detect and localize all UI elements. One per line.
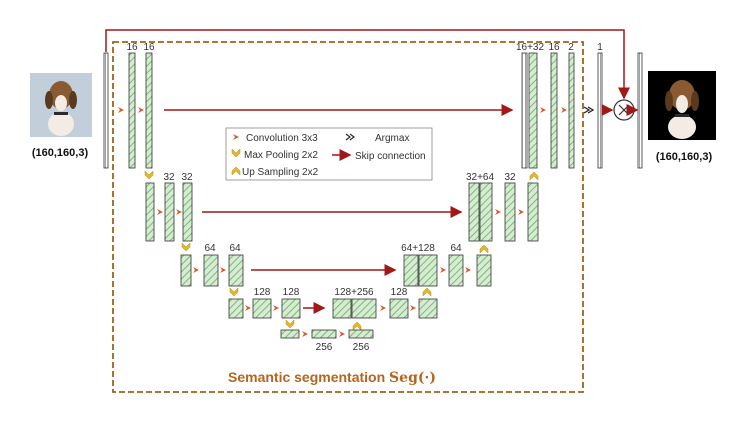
conv-arrow-icon — [440, 267, 446, 273]
block-l4-in — [228, 298, 244, 319]
label-l4d: 128 — [391, 287, 408, 298]
legend-skip: Skip connection — [355, 151, 426, 162]
conv-arrow-icon — [220, 267, 226, 273]
conv-arrow-icon — [176, 209, 182, 215]
block-l3c-a — [403, 254, 419, 287]
legend-upsample: Up Sampling 2x2 — [242, 167, 319, 178]
label-l1b: 16 — [143, 42, 155, 53]
label-l3a: 64 — [204, 243, 216, 254]
block-l2d — [504, 182, 516, 242]
label-l2a: 32 — [163, 172, 175, 183]
block-l4b — [281, 298, 301, 319]
diagram-title: Semantic segmentation Seg(·) — [228, 369, 436, 386]
conv-arrow-icon — [138, 107, 144, 113]
block-l2-in — [145, 182, 155, 242]
conv-arrow-icon — [410, 305, 416, 311]
label-l3c: 64+128 — [401, 243, 435, 254]
input-block — [103, 52, 109, 169]
pool-arrow-icon — [285, 319, 295, 329]
block-l2e — [527, 182, 539, 242]
legend: Convolution 3x3 Argmax Max Pooling 2x2 S… — [225, 127, 433, 181]
block-l1c-a — [521, 52, 528, 169]
block-l1c-b — [528, 52, 538, 169]
label-l4b: 128 — [283, 287, 300, 298]
label-l5b: 256 — [353, 342, 370, 353]
label-l1f: 1 — [597, 42, 603, 53]
block-l3a — [203, 254, 219, 287]
block-l3b — [228, 254, 244, 287]
block-l5-in — [280, 329, 300, 339]
block-l2a — [164, 182, 175, 242]
label-l4a: 128 — [254, 287, 271, 298]
label-l1e: 2 — [568, 42, 574, 53]
conv-arrow-icon — [561, 107, 567, 113]
conv-arrow-icon — [380, 305, 386, 311]
legend-argmax: Argmax — [375, 133, 409, 144]
block-l2b — [182, 182, 193, 242]
conv-arrow-icon — [273, 305, 279, 311]
label-l1c: 16+32 — [516, 42, 545, 53]
legend-argmax-icon — [345, 133, 355, 141]
output-dims: (160,160,3) — [656, 151, 713, 163]
segmentation-box — [112, 41, 584, 393]
label-l3b: 64 — [229, 243, 241, 254]
block-l4e — [418, 298, 438, 319]
conv-arrow-icon — [118, 107, 124, 113]
block-l1e — [568, 52, 575, 169]
legend-conv: Convolution 3x3 — [246, 133, 318, 144]
block-l5b — [348, 329, 374, 339]
label-l2d: 32 — [504, 172, 516, 183]
label-l3d: 64 — [450, 243, 462, 254]
pool-arrow-icon — [181, 242, 191, 252]
block-l3c-b — [418, 254, 438, 287]
input-dims: (160,160,3) — [32, 147, 89, 159]
block-l1f — [597, 52, 603, 169]
block-l4c-a — [332, 298, 352, 319]
block-l3e — [476, 254, 492, 287]
legend-maxpool: Max Pooling 2x2 — [244, 150, 318, 161]
conv-arrow-icon — [339, 331, 345, 337]
block-l3-in — [180, 254, 192, 287]
output-block — [637, 52, 643, 169]
up-arrow-icon — [352, 321, 362, 331]
block-l1d — [550, 52, 558, 169]
block-l4d — [389, 298, 409, 319]
up-arrow-icon — [529, 171, 539, 181]
block-l1a — [128, 52, 136, 169]
block-l2c-a — [468, 182, 480, 242]
conv-arrow-icon — [465, 267, 471, 273]
pool-arrow-icon — [144, 170, 154, 180]
output-dog-image — [648, 71, 716, 140]
multiply-icon — [613, 99, 635, 121]
argmax-icon — [583, 106, 595, 114]
conv-arrow-icon — [540, 107, 546, 113]
block-l5a — [311, 329, 337, 339]
block-l4a — [252, 298, 272, 319]
block-l3d — [448, 254, 464, 287]
label-l2b: 32 — [181, 172, 193, 183]
conv-arrow-icon — [518, 209, 524, 215]
label-l2c: 32+64 — [466, 172, 495, 183]
up-arrow-icon — [422, 287, 432, 297]
block-l2c-b — [479, 182, 493, 242]
conv-arrow-icon — [193, 267, 199, 273]
up-arrow-icon — [479, 244, 489, 254]
input-skip-line — [105, 29, 630, 100]
pool-arrow-icon — [229, 287, 239, 297]
conv-arrow-icon — [245, 305, 251, 311]
label-l4c: 128+256 — [334, 287, 374, 298]
input-dog-image — [30, 73, 92, 137]
label-l5a: 256 — [316, 342, 333, 353]
conv-arrow-icon — [157, 209, 163, 215]
label-l1d: 16 — [548, 42, 560, 53]
conv-arrow-icon — [495, 209, 501, 215]
label-l1a: 16 — [126, 42, 138, 53]
block-l4c-b — [351, 298, 377, 319]
block-l1b — [145, 52, 153, 169]
conv-arrow-icon — [302, 331, 308, 337]
